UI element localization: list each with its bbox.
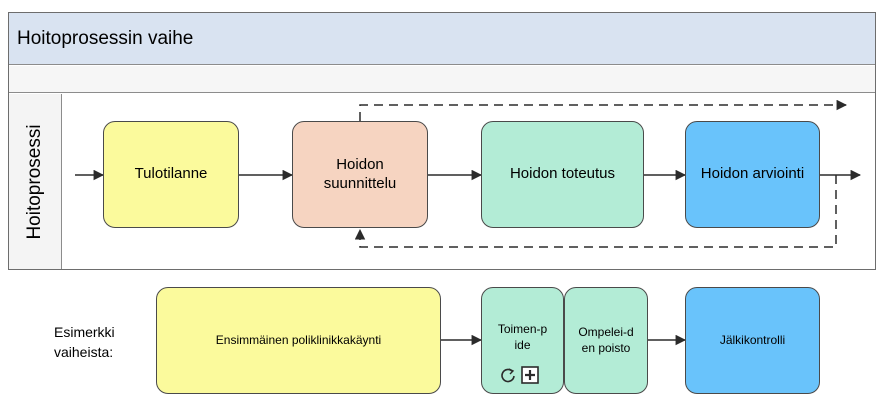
examples-label-text: Esimerkki vaiheista: [54, 324, 115, 361]
plus-box-icon [521, 366, 539, 384]
lane-label-cell [9, 94, 62, 269]
dashed-arrow-feedback-loop [354, 175, 837, 248]
phase-box-arviointi: Hoidon arviointi [685, 121, 820, 228]
example-label-poliklinikkakaynti: Ensimmäinen poliklinikkakäynti [215, 332, 382, 347]
pool-title: Hoitoprosessin vaihe [17, 28, 194, 49]
phase-box-suunnittelu: Hoidon suunnittelu [292, 121, 428, 228]
phase-box-toteutus: Hoidon toteutus [481, 121, 644, 228]
example-label-toimenpide: Toimen-pide [497, 322, 548, 352]
example-label-ompeleiden-poisto: Ompelei-den poisto [578, 324, 634, 355]
pool-header [9, 13, 875, 65]
examples-label: Esimerkki vaiheista: [54, 322, 132, 363]
dashed-arrow-top-exit [359, 99, 848, 121]
phase-label-arviointi: Hoidon arviointi [700, 165, 805, 183]
phase-box-tulotilanne: Tulotilanne [103, 121, 239, 228]
phase-label-toteutus: Hoidon toteutus [509, 165, 616, 183]
phase-label-suunnittelu: Hoidon suunnittelu [323, 155, 397, 192]
phase-label-tulotilanne: Tulotilanne [134, 165, 208, 183]
example-box-ompeleiden-poisto: Ompelei-den poisto [564, 287, 648, 394]
pool-subheader-strip [9, 66, 875, 93]
example-box-jalkikontrolli: Jälkikontrolli [685, 287, 820, 394]
example-label-jalkikontrolli: Jälkikontrolli [719, 332, 786, 347]
example-box-poliklinikkakaynti: Ensimmäinen poliklinikkakäynti [156, 287, 441, 394]
loop-icon [499, 366, 517, 384]
